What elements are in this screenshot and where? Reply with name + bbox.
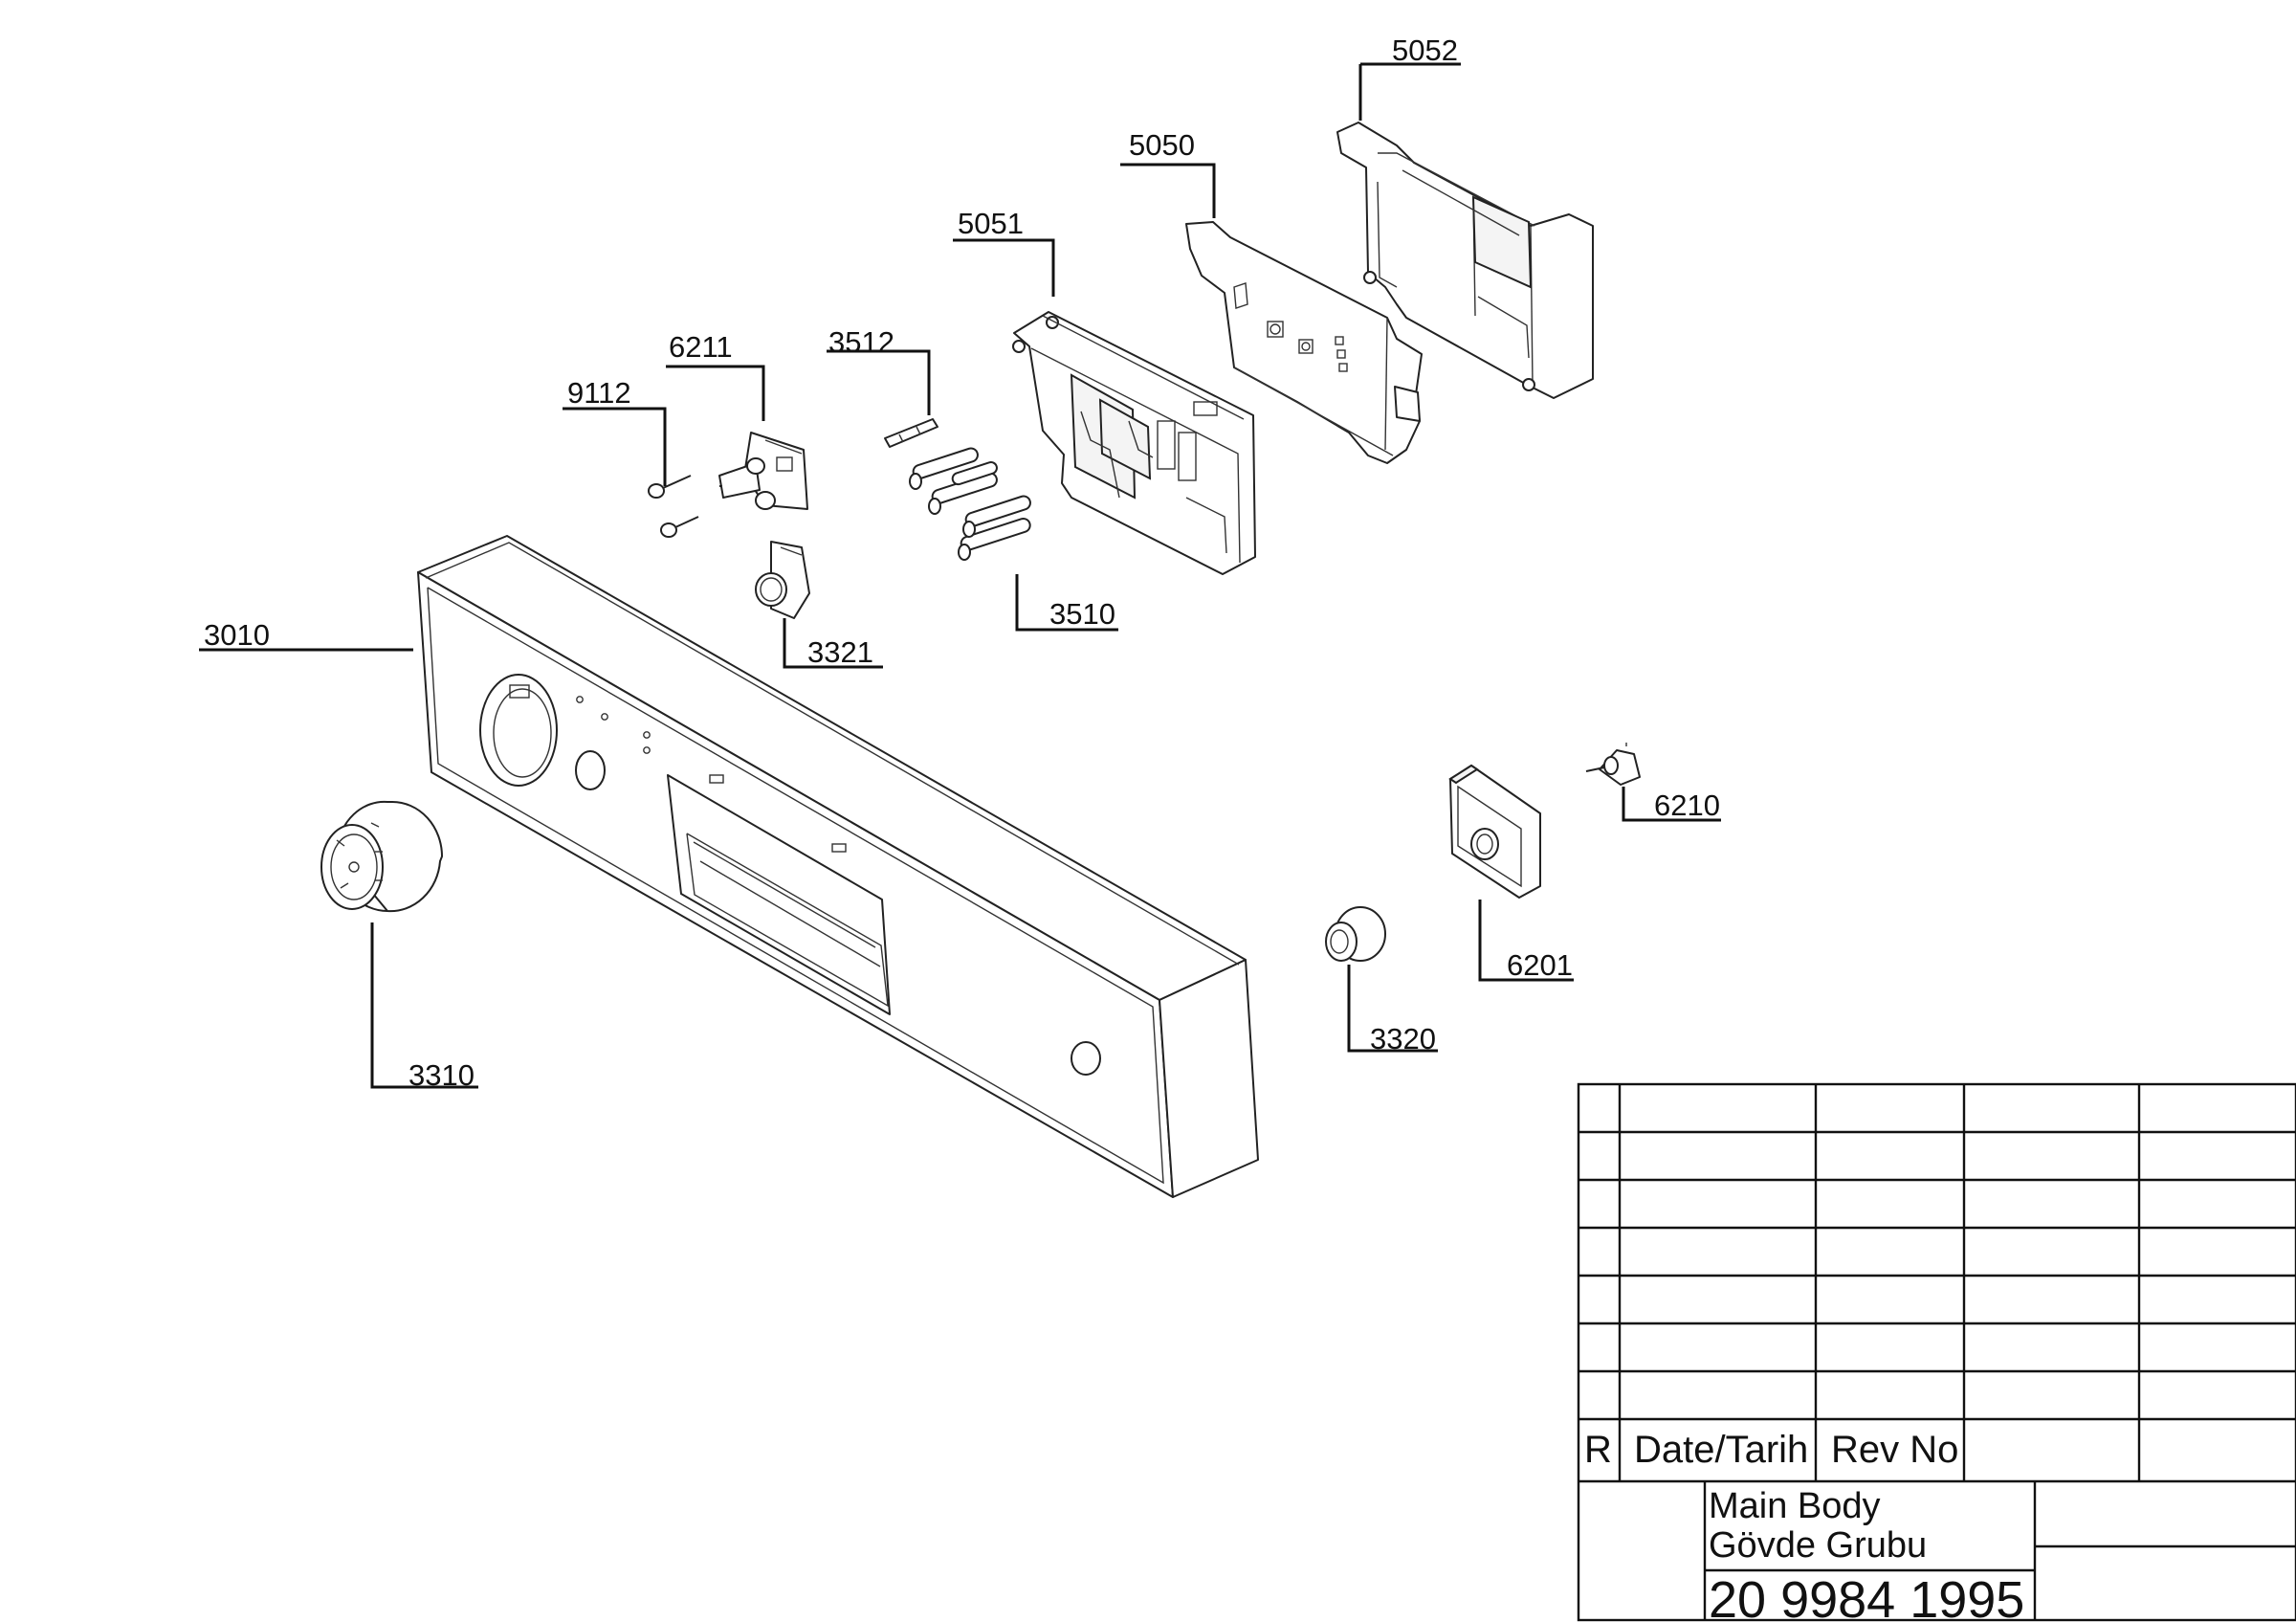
callout-6210: 6210 [1654,789,1720,822]
part-5051-pcb-holder [1012,311,1256,575]
callout-9112: 9112 [567,376,631,410]
callout-numbers: 3010 3310 9112 6211 3512 5051 5050 5052 … [204,33,1720,1092]
callout-5051: 5051 [958,207,1024,240]
callout-6201: 6201 [1507,948,1573,982]
part-5052-cover [1336,122,1594,399]
callout-3310: 3310 [408,1058,475,1092]
title-block: R Date/Tarih Rev No Main Body Gövde Grub… [1577,1082,2296,1622]
part-3310-knob [320,800,443,913]
part-3010-control-panel [417,535,1259,1198]
rev-header-rev-no: Rev No [1831,1429,1958,1471]
callout-3321: 3321 [807,635,873,669]
callout-6211: 6211 [669,330,733,364]
callout-3510: 3510 [1049,597,1115,631]
rev-header-date: Date/Tarih [1634,1429,1808,1471]
part-9112-screws [648,475,699,538]
drawing-number: 20 9984 1995 [1709,1571,2024,1622]
part-6201-bezel [1448,764,1541,899]
callout-3320: 3320 [1370,1022,1436,1055]
part-3512-light-guide [884,418,938,448]
callout-3512: 3512 [828,325,894,359]
callout-3010: 3010 [204,618,270,652]
leader-lines [199,62,1721,1089]
part-3510-light-pipes [909,447,1031,561]
callout-5050: 5050 [1129,128,1195,162]
part-6210-switch [1585,743,1641,786]
part-5050-pcb [1185,221,1423,464]
part-3321-button [755,541,810,619]
rev-header-r: R [1584,1429,1612,1471]
callout-5052: 5052 [1392,33,1458,67]
title-turkish: Gövde Grubu [1709,1525,1927,1566]
title-english: Main Body [1709,1486,1881,1526]
part-6211-switch [718,432,808,510]
part-3320-button [1325,906,1386,962]
